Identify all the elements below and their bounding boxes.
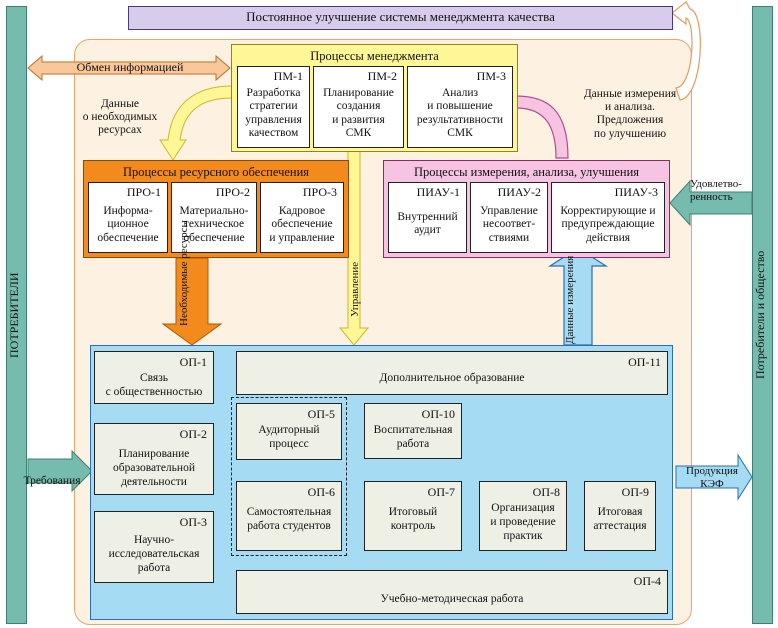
satisfaction-label: Удовлетво- ренность (690, 178, 742, 203)
process-op2-text: Планирование образовательной деятельност… (113, 448, 195, 488)
continuous-improvement-banner (128, 6, 673, 30)
process-pm3: ПМ-3 Анализ и повышение результативности… (407, 66, 513, 148)
product-label: Продукция КЭФ (686, 465, 738, 490)
management-group-title: Процессы менеджмента (310, 49, 439, 63)
process-pm2-code: ПМ-2 (367, 69, 397, 83)
process-op11-code: ОП-11 (628, 355, 661, 369)
process-op4-code: ОП-4 (633, 574, 661, 588)
classroom-group (231, 397, 347, 556)
process-piau2: ПИАУ-2 Управление несоответ- ствиями (470, 182, 548, 253)
resource-group-title: Процессы ресурсного обеспечения (122, 165, 310, 179)
process-op10-text: Воспитательная работа (373, 424, 453, 450)
process-pro2: ПРО-2 Материально- техническое обеспечен… (171, 182, 257, 253)
process-op4-text: Учебно-методическая работа (380, 593, 524, 605)
satisfaction-arrow (669, 179, 753, 227)
process-op9: ОП-9 Итоговая аттестация (584, 481, 656, 551)
process-op1-code: ОП-1 (179, 355, 207, 369)
process-piau2-code: ПИАУ-2 (497, 185, 541, 199)
requirements-label: Требования (23, 475, 81, 487)
process-op1: ОП-1 Связь с общественностью (94, 351, 214, 404)
needed-resources-label: Необходимые ресурсы (178, 220, 190, 326)
process-op8-code: ОП-8 (532, 485, 560, 499)
needed-resources-arrow (161, 257, 223, 346)
process-op9-code: ОП-9 (621, 485, 649, 499)
exchange-arrow (27, 54, 231, 82)
process-pm1-code: ПМ-1 (273, 69, 303, 83)
process-op9-text: Итоговая аттестация (593, 506, 647, 532)
process-op11: ОП-11 Дополнительное образование (236, 351, 668, 395)
process-op5-text: Аудиторный процесс (258, 424, 320, 450)
process-pro3-text: Кадровое обеспечение и управление (269, 205, 335, 244)
process-op3-text: Научно- исследовательская работа (108, 534, 200, 574)
process-op7-code: ОП-7 (427, 485, 455, 499)
process-op11-text: Дополнительное образование (379, 372, 525, 384)
process-op5: ОП-5 Аудиторный процесс (236, 403, 342, 460)
process-op8-text: Организация и проведение практик (490, 502, 556, 542)
measurement-group-title: Процессы измерения, анализа, улучшения (413, 165, 640, 179)
consumers-bar (6, 6, 27, 624)
exchange-label: Обмен информацией (76, 60, 184, 74)
product-arrow (675, 453, 753, 501)
process-op10-code: ОП-10 (421, 407, 455, 421)
process-op6-text: Самостоятельная работа студентов (246, 506, 332, 532)
process-pro2-code: ПРО-2 (215, 185, 250, 199)
consumers-society-bar (752, 6, 773, 624)
process-pm2-text: Планирование создания и развития СМК (323, 87, 394, 140)
process-op5-code: ОП-5 (307, 407, 335, 421)
process-pro1-text: Информа- ционное обеспечение (97, 205, 159, 244)
process-pro3: ПРО-3 Кадровое обеспечение и управление (260, 182, 344, 253)
continuous-improvement-text: Постоянное улучшение системы менеджмента… (246, 9, 555, 24)
process-pm3-text: Анализ и повышение результативности СМК (416, 87, 504, 140)
process-pro1-code: ПРО-1 (126, 185, 161, 199)
measure-data-label: Данные измерения (564, 255, 576, 344)
process-op8: ОП-8 Организация и проведение практик (479, 481, 567, 551)
data-resources-label: Данные о необходимых ресурсах (82, 98, 158, 137)
process-op6: ОП-6 Самостоятельная работа студентов (236, 481, 342, 551)
process-piau3-text: Корректирующие и предупреждающие действи… (560, 205, 656, 244)
process-op3: ОП-3 Научно- исследовательская работа (94, 511, 214, 583)
process-op3-code: ОП-3 (179, 515, 207, 529)
management-arrow-label: Управление (349, 261, 361, 317)
process-piau2-text: Управление несоответ- ствиями (480, 205, 538, 244)
process-pm3-code: ПМ-3 (476, 69, 506, 83)
process-pro1: ПРО-1 Информа- ционное обеспечение (88, 182, 168, 253)
process-piau3: ПИАУ-3 Корректирующие и предупреждающие … (551, 182, 665, 253)
process-op1-text: Связь с общественностью (105, 372, 203, 398)
process-pro2-text: Материально- техническое обеспечение (179, 205, 249, 244)
process-op2: ОП-2 Планирование образовательной деятел… (94, 423, 214, 495)
process-piau3-code: ПИАУ-3 (614, 185, 658, 199)
process-piau1-text: Внутренний аудит (397, 211, 458, 237)
process-op7: ОП-7 Итоговый контроль (364, 481, 462, 551)
process-piau1-code: ПИАУ-1 (416, 185, 460, 199)
process-piau1: ПИАУ-1 Внутренний аудит (388, 182, 467, 253)
process-op4: ОП-4 Учебно-методическая работа (236, 570, 668, 614)
process-pm1-text: Разработка стратегии управления качество… (245, 87, 302, 140)
process-op6-code: ОП-6 (307, 485, 335, 499)
data-measure-label: Данные измерения и анализа. Предложения … (583, 88, 677, 140)
process-op10: ОП-10 Воспитательная работа (364, 403, 462, 459)
data-resources-arrow (159, 85, 233, 161)
improvement-loop-shape (671, 1, 701, 101)
process-pm2: ПМ-2 Планирование создания и развития СМ… (313, 66, 404, 148)
process-pro3-code: ПРО-3 (302, 185, 337, 199)
process-op2-code: ОП-2 (179, 427, 207, 441)
process-op7-text: Итоговый контроль (388, 506, 438, 532)
process-pm1: ПМ-1 Разработка стратегии управления кач… (237, 66, 310, 148)
requirements-arrow (27, 449, 93, 493)
management-arrow (338, 150, 370, 346)
